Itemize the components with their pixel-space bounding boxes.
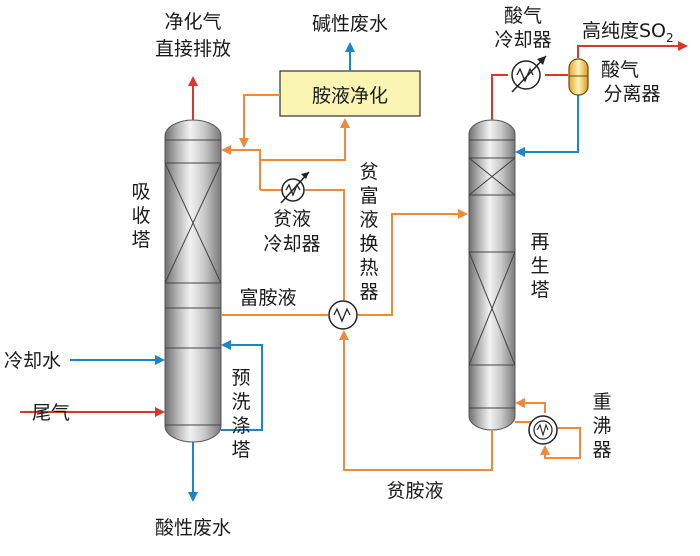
lean-amine-return-line xyxy=(339,330,493,471)
reboiler-vapor-return-line xyxy=(515,398,546,413)
acid-gas-line-to-cooler xyxy=(491,74,508,120)
acid-separator-label-1: 酸气 xyxy=(601,59,639,81)
reboiler-label-1: 重 xyxy=(592,391,611,413)
amine-to-purify-line xyxy=(259,118,350,190)
lean-amine-label: 贫胺液 xyxy=(386,480,443,502)
lean-amine-to-cooler-line xyxy=(305,189,345,300)
regenerator-label-2: 生 xyxy=(530,255,549,277)
exchanger-label-5: 热 xyxy=(359,257,378,279)
alkaline-waste-label: 碱性废水 xyxy=(312,13,388,35)
reboiler-feed-line xyxy=(515,421,531,428)
exchanger-label-6: 器 xyxy=(359,281,378,303)
so2-product-line xyxy=(577,41,688,58)
amine-purify-label: 胺液净化 xyxy=(312,85,388,107)
reboiler xyxy=(528,415,558,445)
prewash-label-4: 塔 xyxy=(231,439,250,461)
lean-amine-to-absorber-line xyxy=(221,145,261,160)
prewash-label-2: 洗 xyxy=(231,391,250,413)
regenerator-column xyxy=(468,119,516,431)
reboiler-label-2: 沸 xyxy=(592,415,611,437)
tail-gas-label: 尾气 xyxy=(32,402,70,424)
acid-gas-cooler xyxy=(511,55,547,93)
lean-cooler-label-1: 贫液 xyxy=(273,208,311,230)
purified-gas-label-2: 直接排放 xyxy=(155,38,231,60)
exchanger-label-3: 液 xyxy=(359,209,378,231)
lean-cooler-label-2: 冷却器 xyxy=(263,233,320,255)
acid-cooler-label-1: 酸气 xyxy=(504,5,542,27)
purified-amine-return-line xyxy=(239,94,280,148)
exchanger-label-1: 贫 xyxy=(359,161,378,183)
rich-amine-label: 富胺液 xyxy=(239,287,296,309)
reboiler-label-3: 器 xyxy=(592,439,611,461)
regenerator-label-3: 塔 xyxy=(530,279,549,301)
reboiler-loop-line xyxy=(540,427,581,459)
cooling-water-label: 冷却水 xyxy=(4,350,61,372)
prewash-label-1: 预 xyxy=(231,367,250,389)
purified-gas-label-1: 净化气 xyxy=(164,11,221,33)
acid-waste-label: 酸性废水 xyxy=(155,517,231,539)
exchanger-label-4: 换 xyxy=(359,233,378,255)
so2-product-label: 高纯度SO2 xyxy=(582,20,674,45)
absorber-label-2: 收 xyxy=(131,205,150,227)
lean-amine-cooler xyxy=(280,171,310,204)
prewash-label-3: 涤 xyxy=(231,415,250,437)
regenerator-label-1: 再 xyxy=(530,231,549,253)
prewash-circulation-line xyxy=(221,340,263,431)
rich-amine-to-regenerator-line xyxy=(358,209,468,316)
acid-separator-label-2: 分离器 xyxy=(603,83,660,105)
acid-cooler-label-2: 冷却器 xyxy=(494,29,551,51)
lean-rich-heat-exchanger xyxy=(328,300,358,330)
acid-reflux-line xyxy=(515,90,579,157)
absorber-label-1: 吸 xyxy=(131,181,150,203)
absorber-column xyxy=(164,119,222,443)
exchanger-label-2: 富 xyxy=(359,185,378,207)
absorber-label-3: 塔 xyxy=(131,229,150,251)
acid-gas-separator xyxy=(568,58,589,96)
